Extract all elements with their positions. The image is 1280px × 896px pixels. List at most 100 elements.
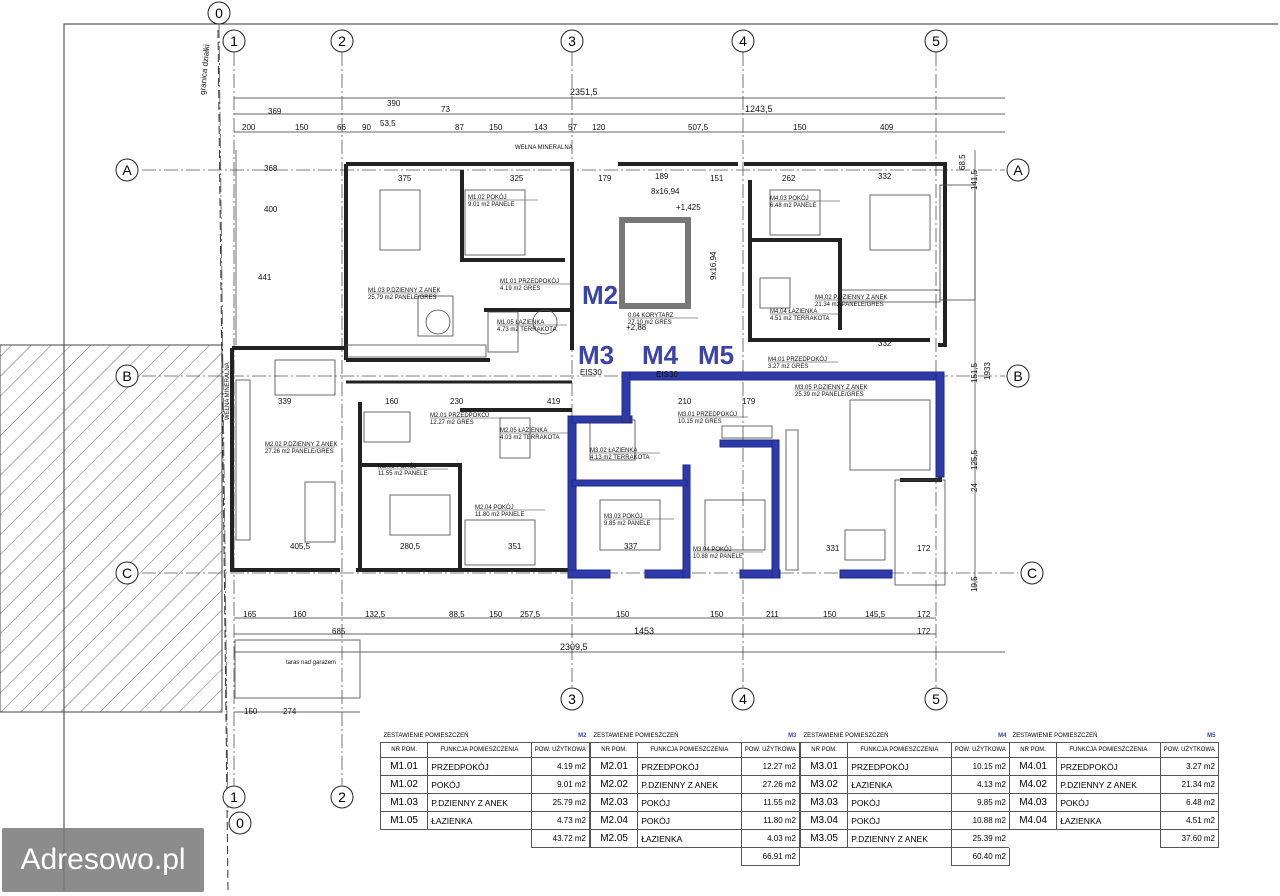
dim: 160 [385, 397, 399, 406]
room-tag-line: 4.03 m2 TERRAKOTA [500, 435, 559, 441]
furniture [234, 184, 976, 699]
dim: 145,5 [865, 610, 886, 619]
axis-label: B [1013, 368, 1022, 384]
dimension-texts: 2351,5 1243,5 390 369 73 200 150 66 90 5… [242, 87, 992, 716]
axis-label: 5 [932, 33, 940, 49]
wall-north-m5 [744, 162, 947, 347]
room-function: POKÓJ [637, 793, 742, 812]
room-area: 6.48 m2 [1159, 793, 1220, 812]
axis-label: 1 [230, 789, 238, 805]
room-number: M3.03 [799, 793, 849, 812]
schedule-caption: ZESTAWIENIE POMIESZCZEŃ [800, 730, 952, 743]
dim: 274 [283, 707, 297, 716]
axis-bubble-3-top [560, 29, 584, 53]
fire-wall-segment [621, 371, 631, 423]
terrace-label: taras nad garażem [286, 660, 336, 666]
room-function: P.DZIENNY Z ANEK [1056, 775, 1161, 794]
axis-bubble-B-right [1006, 364, 1030, 388]
dim: 441 [258, 273, 272, 282]
room-number: M3.01 [799, 757, 849, 776]
furniture-bath [589, 419, 636, 461]
room-area: 4.51 m2 [1159, 811, 1220, 830]
room-tag-line: M3.04 POKÓJ [693, 546, 732, 553]
fire-wall-segment [839, 569, 893, 579]
room-number: M1.03 [379, 793, 429, 812]
room-tag-line: 4.19 m2 GRES [500, 286, 540, 292]
dim: 8x16,94 [651, 187, 680, 196]
unit-label-m3: M3 [578, 340, 614, 370]
furniture-bed [599, 499, 661, 551]
dim: 160 [293, 610, 307, 619]
total-area: 66.91 m2 [740, 847, 801, 866]
axis-bubble-A-right [1006, 158, 1030, 182]
room-function: PRZEDPOKÓJ [637, 757, 742, 776]
room-area: 3.27 m2 [1159, 757, 1220, 776]
room-number: M1.02 [379, 775, 429, 794]
dim: 172 [917, 544, 931, 553]
balcony [939, 184, 976, 301]
room-function: P.DZIENNY Z ANEK [847, 829, 952, 848]
furniture-table [274, 359, 336, 396]
axis-bubble-1-top [222, 29, 246, 53]
furniture-bed [769, 189, 821, 236]
dim: 685 [332, 627, 346, 636]
dim: 73 [441, 105, 450, 114]
dim: 150 [489, 123, 503, 132]
axis-bubble-4-top [731, 29, 755, 53]
room-tag-line: 27.10 m2 GRES [628, 320, 672, 326]
col-header: FUNKCJA POMIESZCZENIA [847, 742, 952, 758]
dim: 120 [592, 123, 606, 132]
fire-rating-label: EIS30 [580, 368, 602, 377]
room-number: M3.04 [799, 811, 849, 830]
wall-east [900, 398, 942, 482]
axis-label: 5 [932, 691, 940, 707]
dim: 200 [242, 123, 256, 132]
room-area: 9.85 m2 [950, 793, 1011, 812]
fire-wall-segment [739, 569, 781, 579]
dim: 66 [337, 123, 346, 132]
furniture-bed [464, 519, 536, 566]
axis-bubble-2-bottom [330, 785, 354, 809]
dim: 368 [264, 164, 278, 173]
axis-bubble-C-right [1020, 561, 1044, 585]
dim: 211 [766, 610, 779, 619]
room-number: M3.02 [799, 775, 849, 794]
dim: 150 [295, 123, 309, 132]
room-number: M4.04 [1008, 811, 1058, 830]
room-function: POKÓJ [1056, 793, 1161, 812]
schedule-caption: ZESTAWIENIE POMIESZCZEŃ [590, 730, 742, 743]
dim: 400 [264, 205, 278, 214]
room-function: ŁAZIENKA [637, 829, 742, 848]
room-tag-line: M2.03 POKÓJ [378, 463, 417, 470]
dim: 90 [362, 123, 371, 132]
axis-label: A [1013, 162, 1023, 178]
axis-label: B [122, 368, 131, 384]
unit-label-m4: M4 [642, 340, 679, 370]
dim: 1453 [634, 626, 654, 636]
dim: 409 [880, 123, 894, 132]
dim: 332 [878, 339, 892, 348]
room-function: PRZEDPOKÓJ [1056, 757, 1161, 776]
schedule-caption: ZESTAWIENIE POMIESZCZEŃ [1009, 730, 1161, 743]
total-area: 43.72 m2 [530, 829, 591, 848]
dim: 1933 [983, 362, 992, 380]
grid-axis-bubbles [115, 1, 1044, 835]
room-function: ŁAZIENKA [1056, 811, 1161, 830]
room-tag-line: M3.01 PRZEDPOKÓJ [678, 411, 737, 418]
room-tag-line: M4.04 ŁAZIENKA [770, 309, 817, 315]
axis-label: 0 [236, 815, 244, 831]
